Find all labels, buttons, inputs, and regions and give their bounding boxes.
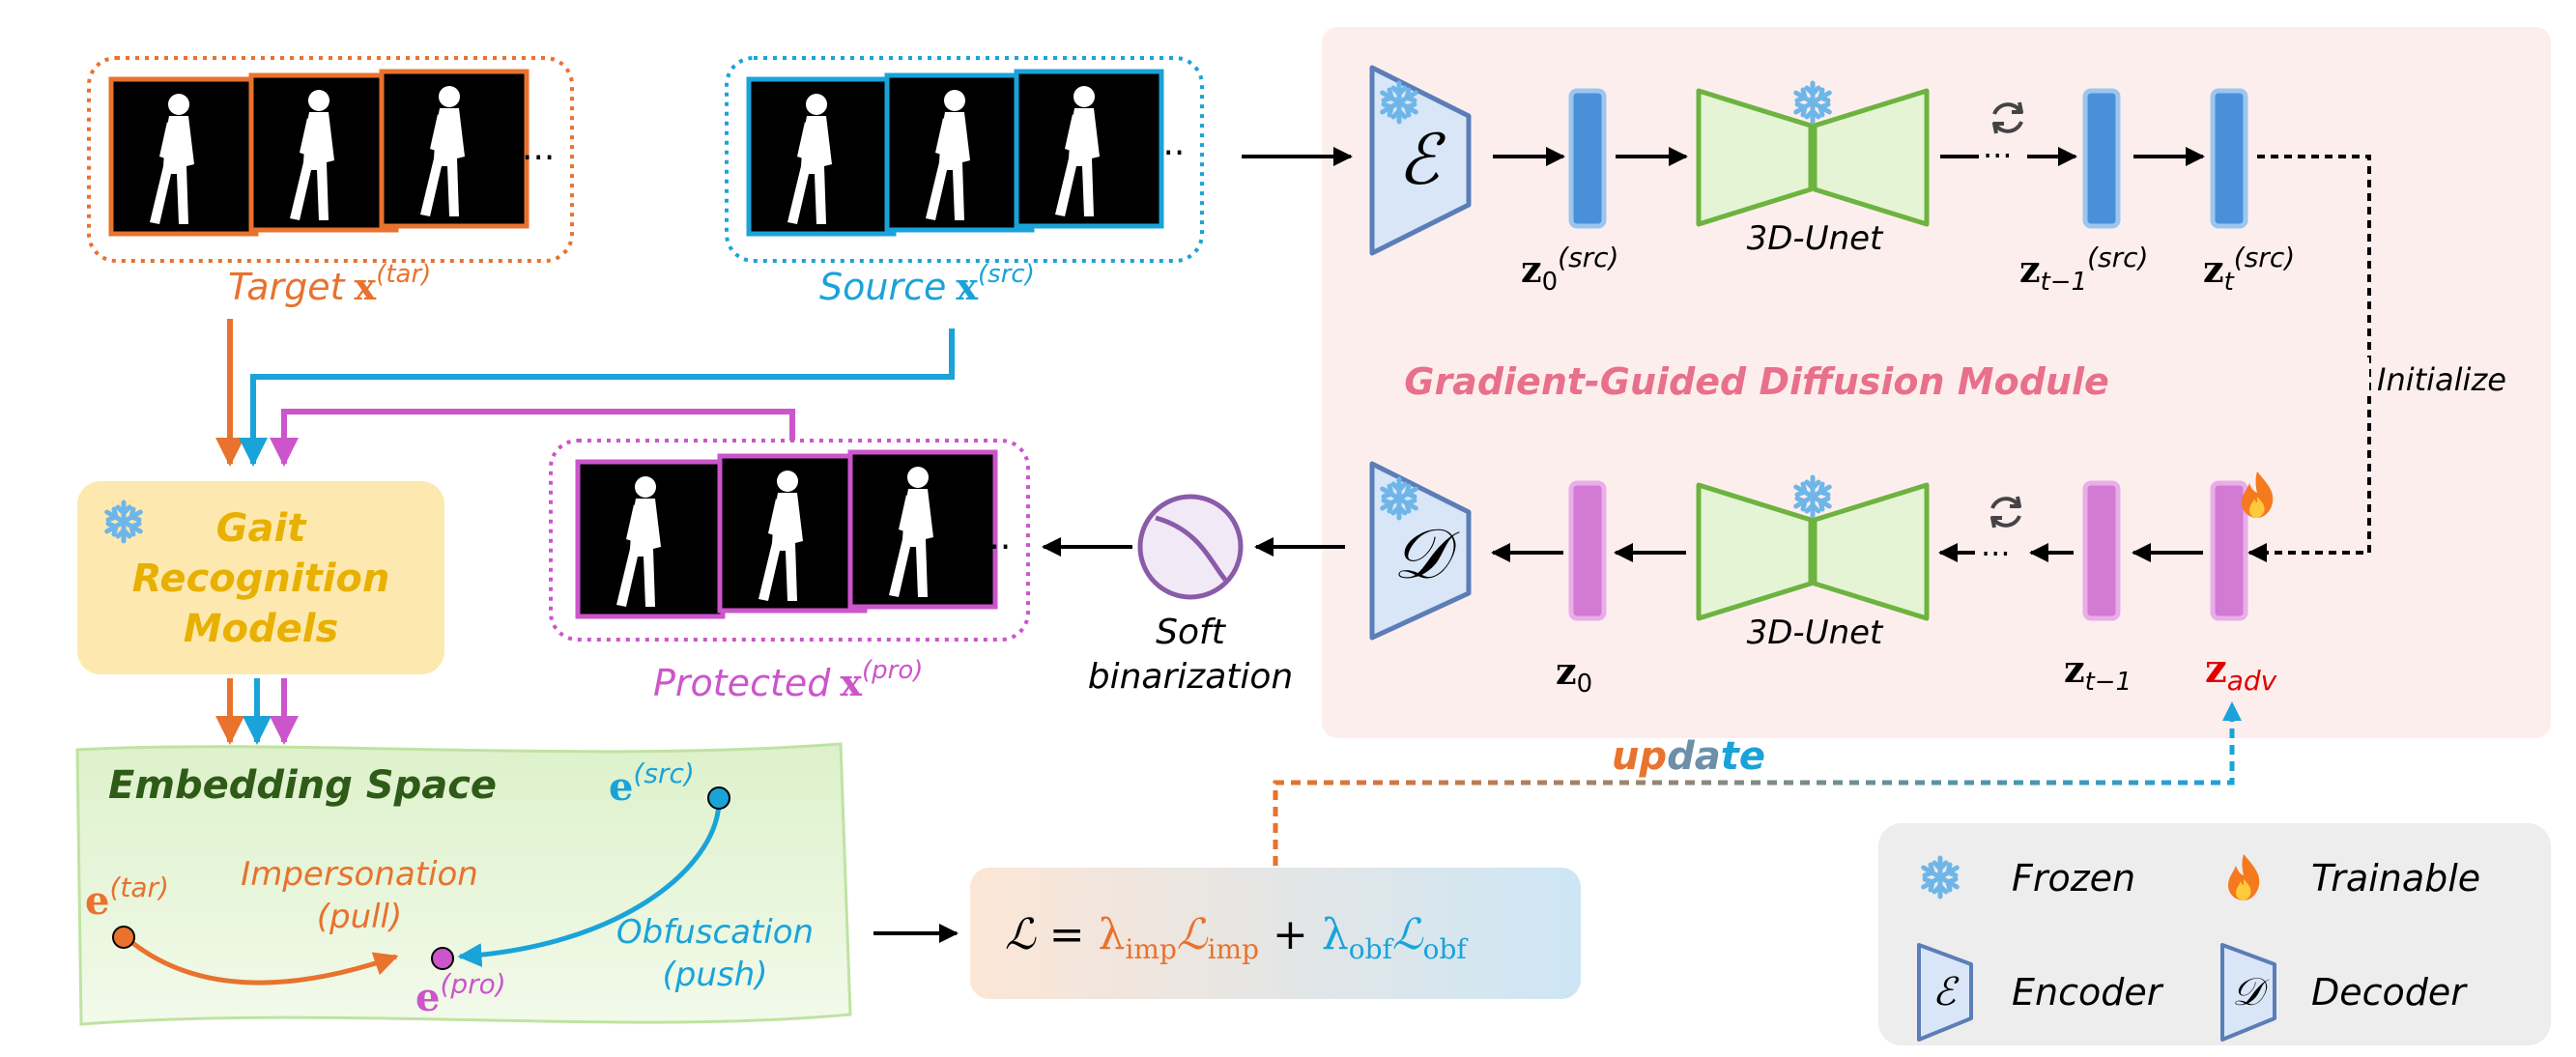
zt-src-label: zt(src) [2203, 242, 2295, 297]
protected-frame-1 [575, 459, 726, 619]
latent-z0-src [1568, 88, 1607, 229]
embedding-title: Embedding Space [108, 763, 497, 808]
legend-decoder-label: Decoder [2311, 971, 2468, 1014]
legend-encoder-label: Encoder [2012, 971, 2164, 1014]
unet-top [1696, 88, 1930, 227]
obfuscation-curve [457, 803, 722, 968]
protected-ellipsis: ··· [978, 528, 1011, 567]
latent-zt1-src [2082, 88, 2121, 229]
initialize-arrow [2247, 155, 2371, 562]
z0-label: z0 [1556, 649, 1592, 699]
latent-z0 [1568, 480, 1607, 621]
source-frame-2 [884, 72, 1035, 233]
pull-label: (pull) [317, 898, 403, 936]
legend-box [1878, 823, 2551, 1045]
zt1-label: zt−1 [2064, 647, 2132, 697]
initialize-gap [2363, 357, 2369, 396]
update-label: update [1612, 734, 1765, 779]
svg-text:ℰ: ℰ [1932, 970, 1960, 1014]
e-pro-point [431, 947, 454, 970]
embedding-space-panel [75, 742, 852, 1026]
soft-binarization-icon [1137, 494, 1244, 600]
impersonation-label: Impersonation [241, 855, 478, 894]
update-arrowhead [2222, 701, 2242, 721]
e-pro-label: e(pro) [415, 968, 506, 1020]
unet-bottom [1696, 482, 1930, 621]
encoder-symbol: ℰ [1397, 119, 1445, 200]
zt1-src-label: zt−1(src) [2019, 242, 2148, 297]
protected-frame-3 [847, 449, 998, 610]
source-frame-3 [1014, 69, 1164, 229]
source-flow-arrow [239, 329, 955, 467]
latent-zt1 [2082, 480, 2121, 621]
e-src-label: e(src) [609, 757, 695, 810]
target-frame-2 [248, 72, 399, 233]
latent-zt-src [2210, 88, 2248, 229]
obfuscation-label: Obfuscation [616, 913, 814, 952]
unet-bottom-label: 3D-Unet [1747, 614, 1884, 652]
legend-encoder-icon: ℰ [1917, 943, 1973, 1042]
gait-line1: Gait [216, 506, 308, 551]
z-adv-label: zadv [2205, 646, 2277, 697]
source-ellipsis: ··· [1152, 133, 1185, 173]
source-frame-1 [746, 76, 897, 237]
e-tar-label: e(tar) [85, 871, 169, 924]
module-title: Gradient-Guided Diffusion Module [1404, 360, 2109, 403]
protected-flow-arrow [270, 409, 795, 467]
e-tar-point [112, 926, 135, 949]
impersonation-curve [124, 935, 399, 986]
target-frames-box [87, 56, 574, 263]
bottom-dots: ··· [1981, 535, 2011, 572]
update-arrow [1273, 717, 2235, 866]
protected-frames-box [549, 439, 1030, 642]
unet-top-label: 3D-Unet [1747, 219, 1884, 258]
target-frame-3 [379, 69, 530, 229]
legend-decoder-icon: 𝒟 [2220, 943, 2276, 1042]
gait-line2: Recognition [132, 557, 390, 601]
gait-models-box [77, 481, 444, 674]
push-label: (push) [663, 956, 768, 994]
loss-equation: ℒ = λimpℒimp + λobfℒobf [1005, 910, 1469, 965]
legend-trainable-label: Trainable [2311, 857, 2480, 900]
protected-frame-2 [717, 453, 868, 614]
soft-label-line2: binarization [1088, 657, 1293, 697]
target-ellipsis: ··· [522, 138, 555, 178]
soft-label-line1: Soft [1156, 613, 1227, 652]
loss-box [970, 868, 1581, 999]
z0-src-label: z0(src) [1521, 242, 1618, 297]
gait-line3: Models [184, 607, 339, 651]
e-src-point [707, 786, 730, 810]
latent-z-adv [2210, 480, 2248, 621]
top-dots: ··· [1983, 137, 2013, 174]
initialize-label: Initialize [2377, 361, 2506, 398]
legend-frozen-label: Frozen [2012, 857, 2135, 900]
target-frame-1 [108, 76, 259, 237]
